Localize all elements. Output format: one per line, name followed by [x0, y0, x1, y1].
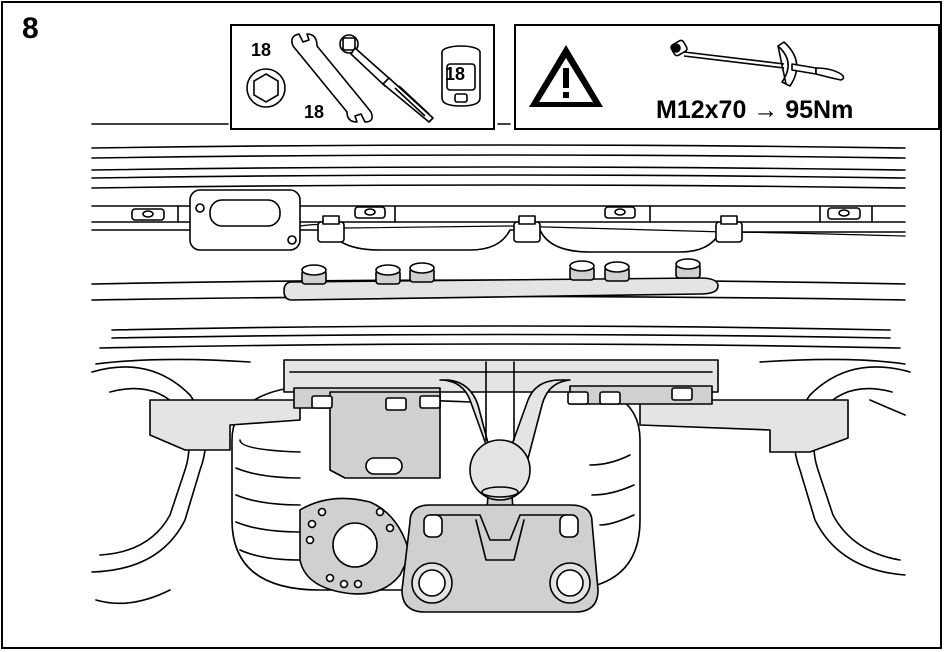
license-plate-lamp	[189, 189, 301, 251]
bolt	[409, 262, 435, 283]
flange-bolt	[549, 562, 591, 604]
bolt	[301, 264, 327, 285]
cable-clip	[317, 215, 345, 243]
bolt	[604, 261, 630, 282]
tow-ball-flange	[401, 504, 599, 613]
bolt	[671, 387, 693, 401]
warning-triangle-icon	[529, 45, 603, 107]
wiring-cable	[299, 215, 906, 243]
bolt	[311, 395, 333, 409]
bolt	[567, 391, 589, 405]
towbar-cross-beam	[283, 359, 719, 409]
ratchet-screwdriver-icon	[339, 34, 434, 123]
hex-nut-icon	[246, 68, 286, 108]
electrical-socket-plate	[299, 497, 411, 595]
torque-wrench-icon	[670, 39, 845, 87]
vertical-bracket-plate	[311, 387, 693, 479]
bolt	[569, 260, 595, 281]
socket-icon	[441, 45, 481, 107]
open-end-wrench-icon	[291, 33, 373, 123]
bolt	[419, 395, 441, 409]
hex-size-label: 18	[251, 40, 272, 60]
torque-warning-panel: M12x70 → 95Nm	[514, 24, 940, 130]
socket-size-label: 18	[445, 64, 466, 84]
towbar-center-arms	[439, 361, 571, 471]
mounting-plate	[283, 258, 719, 301]
bolt	[675, 258, 701, 279]
wrench-size-label: 18	[304, 102, 325, 122]
cable-clip	[715, 215, 743, 243]
bolt	[599, 391, 621, 405]
tools-panel: 18 18 18	[230, 24, 495, 130]
torque-spec-label: M12x70 → 95Nm	[656, 96, 854, 124]
cable-clip	[513, 215, 541, 243]
side-bracket-right	[639, 399, 849, 453]
bolt	[385, 397, 407, 411]
upper-body-lines	[91, 123, 906, 189]
flange-bolt	[411, 562, 453, 604]
bolt	[375, 264, 401, 285]
step-number: 8	[22, 12, 39, 45]
